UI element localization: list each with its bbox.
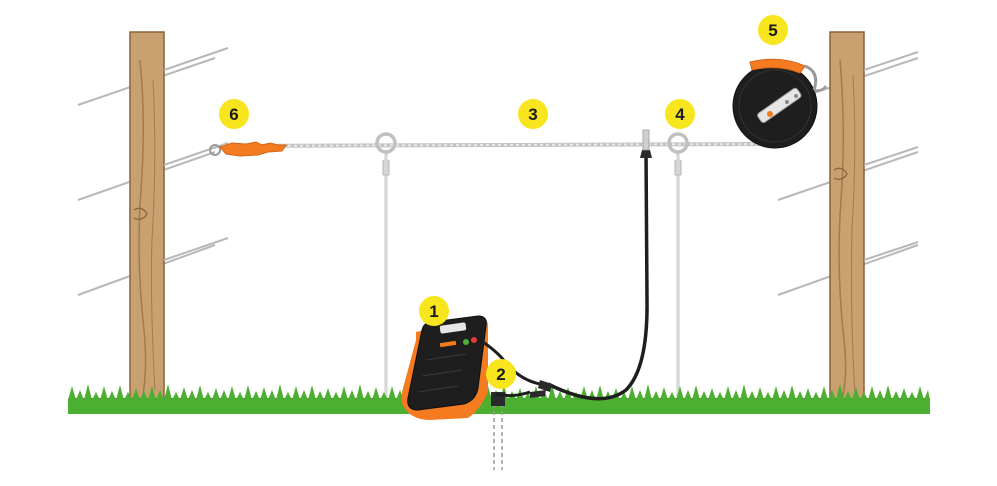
- polywire: [221, 142, 771, 148]
- callout-6-label: 6: [229, 105, 238, 124]
- energizer-leads: [479, 129, 652, 401]
- ground-stake: [491, 392, 505, 470]
- callout-3: 3: [518, 99, 548, 129]
- energizer: [402, 315, 488, 420]
- callout-5-label: 5: [768, 21, 777, 40]
- callout-1-label: 1: [429, 302, 438, 321]
- ring-insulator-left: [375, 132, 397, 154]
- left-wooden-post: [129, 31, 165, 403]
- gate-handle: [209, 141, 287, 157]
- callout-3-label: 3: [528, 105, 537, 124]
- callout-1: 1: [419, 296, 449, 326]
- polywire-reel: [732, 58, 828, 149]
- step-in-post-left: [382, 150, 390, 400]
- foreground-fence-wires: [163, 47, 919, 261]
- callout-2: 2: [486, 359, 516, 389]
- callout-5: 5: [758, 15, 788, 45]
- right-wooden-post: [829, 31, 865, 403]
- callout-2-label: 2: [496, 365, 505, 384]
- step-in-post-right: [674, 150, 682, 400]
- callout-4-label: 4: [675, 105, 685, 124]
- ring-insulator-right: [667, 132, 689, 154]
- callout-4: 4: [665, 99, 695, 129]
- callout-6: 6: [219, 99, 249, 129]
